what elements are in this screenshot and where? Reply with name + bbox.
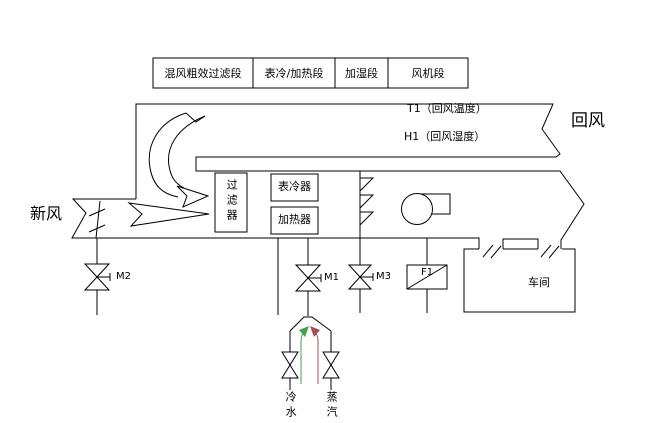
section-label-mixing-filter: 混风粗效过滤段 [164, 67, 242, 80]
valve-m2-symbol [83, 238, 111, 315]
workshop-outline [463, 244, 576, 313]
cooler-box [270, 173, 319, 202]
label-valve-m2: M2 [116, 271, 131, 282]
label-valve-m1: M1 [324, 272, 339, 283]
valve-m1-symbol [294, 238, 322, 316]
section-label-cool-heat: 表冷/加热段 [264, 67, 324, 80]
label-filter: 过滤器 [225, 179, 239, 224]
label-heater: 加热器 [278, 213, 311, 226]
label-workshop: 车间 [528, 276, 550, 289]
heater-box [270, 206, 319, 235]
label-sensor-h1: H1（回风湿度） [404, 130, 486, 143]
valve-m3-symbol [347, 264, 374, 313]
label-cold-water: 冷水 [284, 391, 298, 421]
humidifier [359, 171, 375, 265]
fan-symbol [401, 193, 451, 225]
label-steam: 蒸汽 [325, 391, 339, 421]
label-sensor-t1: T1（回风温度） [407, 102, 487, 115]
fresh-air-damper [88, 200, 106, 239]
steam-flow-arrow [310, 326, 320, 384]
label-return-air: 回风 [571, 111, 605, 131]
steam-valve-symbol [322, 351, 340, 390]
ahu-duct-outline [71, 103, 585, 249]
filter-box [214, 172, 248, 233]
label-fresh-air: 新风 [30, 204, 63, 223]
section-label-humidify: 加湿段 [345, 67, 378, 80]
cold-water-valve-symbol [281, 351, 299, 390]
device-f1-symbol [406, 238, 448, 313]
recirculation-arrow [148, 112, 210, 208]
label-valve-m3: M3 [376, 271, 391, 282]
fresh-air-arrow [127, 202, 210, 227]
cold-water-flow-arrow [299, 326, 309, 384]
section-header-boxes [152, 57, 469, 89]
supply-manifold [289, 316, 332, 352]
label-cooler: 表冷器 [278, 180, 311, 193]
section-label-fan: 风机段 [411, 67, 445, 80]
label-device-f1: F1 [421, 267, 434, 278]
